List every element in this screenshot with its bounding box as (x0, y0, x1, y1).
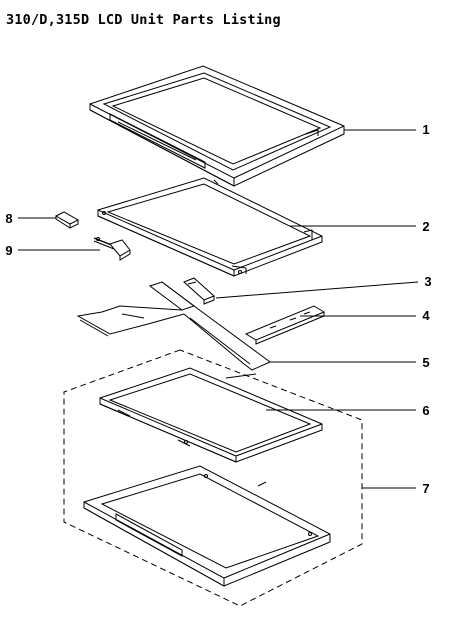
part-2-lcd-panel (97, 177, 323, 277)
part-7-lcd-rear-cover (83, 465, 331, 587)
callout-7: 7 (362, 481, 430, 496)
part-4-inverter (244, 305, 326, 345)
callout-8: 8 (5, 211, 56, 226)
svg-text:1: 1 (422, 122, 429, 137)
part-1-lcd-bezel (89, 65, 345, 187)
callout-4: 4 (300, 308, 430, 323)
callout-5: 5 (270, 355, 430, 370)
callout-6: 6 (266, 403, 430, 418)
callout-1: 1 (344, 122, 430, 137)
svg-text:2: 2 (422, 219, 429, 234)
svg-text:9: 9 (5, 243, 12, 258)
svg-text:3: 3 (424, 274, 431, 289)
svg-text:7: 7 (422, 481, 429, 496)
part-3-connector (183, 277, 215, 305)
part-8-bracket (54, 211, 80, 229)
callout-3: 3 (215, 274, 432, 299)
svg-text:5: 5 (422, 355, 429, 370)
callout-2: 2 (290, 219, 430, 234)
svg-text:8: 8 (5, 211, 12, 226)
svg-text:4: 4 (422, 308, 430, 323)
page-title: 310/D,315D LCD Unit Parts Listing (6, 12, 281, 28)
svg-text:6: 6 (422, 403, 429, 418)
part-7-group-boundary (63, 349, 363, 607)
part-9-hinge (93, 237, 131, 261)
part-5-lcd-cable (76, 281, 271, 371)
part-6-lcd-frame (99, 367, 323, 463)
callout-9: 9 (5, 243, 100, 258)
